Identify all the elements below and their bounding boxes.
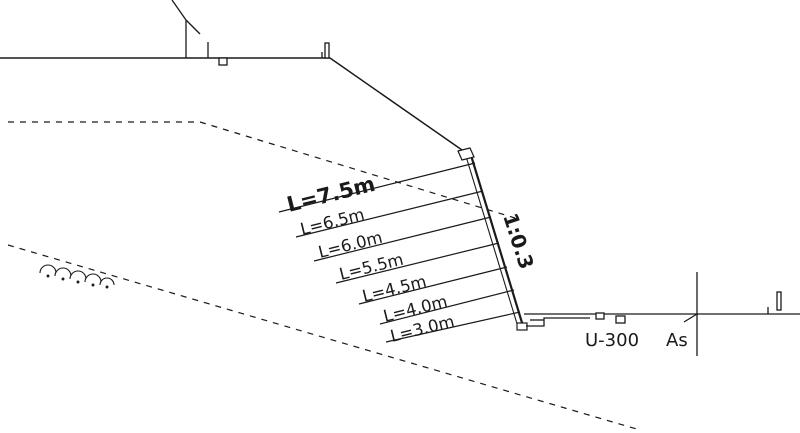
boulder-symbol xyxy=(39,264,115,289)
strata-lines xyxy=(7,121,641,431)
anchor-line-4.5m xyxy=(358,266,508,305)
gutter-box-top xyxy=(218,57,228,66)
anchor-lines xyxy=(278,162,521,343)
top-ground-line xyxy=(0,57,463,151)
pavement-label: As xyxy=(666,330,688,351)
guard-post-top xyxy=(324,42,330,59)
anchor-line-6.5m xyxy=(295,190,484,238)
gutter-label: U-300 xyxy=(585,330,639,351)
retaining-wall xyxy=(457,147,528,331)
top-ground xyxy=(0,57,463,151)
anchor-labels: L=7.5m L=6.5m L=6.0m L=5.5m L=4.5m L=4.0… xyxy=(284,172,456,346)
wall-inner-face xyxy=(464,152,519,328)
top-fence xyxy=(171,0,330,66)
upper-stratum xyxy=(8,121,516,219)
wall-outer-face xyxy=(468,151,525,327)
anchor-line-5.5m xyxy=(335,242,500,284)
anchor-line-6.0m xyxy=(313,216,492,262)
bottom-road xyxy=(524,272,800,356)
wall-footing xyxy=(516,322,528,331)
guard-post-bottom xyxy=(776,291,782,311)
gutter-box-right xyxy=(615,315,626,324)
gutter-outline xyxy=(526,317,590,327)
lower-stratum xyxy=(7,244,641,431)
anchor-line-7.5m xyxy=(278,162,476,213)
anchor-line-3.0m xyxy=(385,311,521,343)
anchor-line-4.0m xyxy=(379,289,515,325)
gutter-box-bottom xyxy=(595,312,605,320)
fence-diagonal xyxy=(171,0,187,21)
anchor-label-1: L=7.5m xyxy=(284,172,377,217)
wall-cap xyxy=(457,147,475,161)
